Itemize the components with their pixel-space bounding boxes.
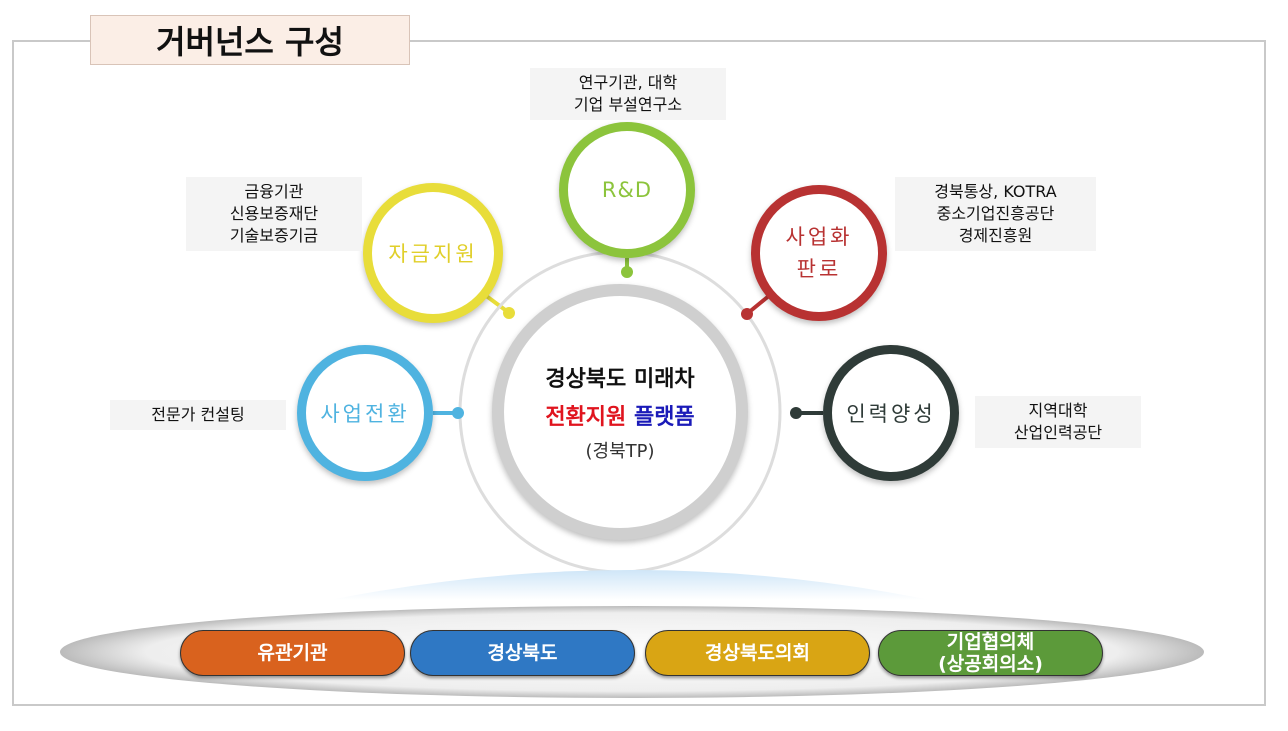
fund-dot [503, 307, 515, 319]
base-label: 유관기관 [257, 642, 328, 664]
desc-line: 지역대학 [1028, 401, 1088, 420]
desc-line: 전문가 컨설팅 [151, 405, 245, 424]
center-line1: 경상북도 미래차 [545, 367, 695, 392]
transition-desc: 전문가 컨설팅 [110, 400, 286, 430]
hr-dot [790, 407, 802, 419]
node-transition: 사업전환 [297, 345, 433, 481]
base-label: 기업협의체 [946, 631, 1035, 653]
desc-line: 기술보증기금 [229, 226, 319, 245]
node-hr: 인력양성 [823, 345, 959, 481]
desc-line: 경북통상, KOTRA [934, 182, 1057, 201]
rnd-label: R&D [601, 178, 653, 202]
desc-line: 신용보증재단 [229, 204, 319, 223]
base-sublabel: (상공회의소) [938, 653, 1043, 675]
desc-line: 중소기업진흥공단 [936, 204, 1055, 223]
desc-line: 산업인력공단 [1013, 423, 1103, 442]
transition-label: 사업전환 [320, 402, 410, 426]
desc-line: 연구기관, 대학 [578, 73, 678, 92]
base-label: 경상북도 [487, 642, 558, 664]
node-rnd: R&D [559, 122, 695, 258]
glow-arc [330, 570, 930, 600]
base-label: 경상북도의회 [705, 642, 810, 664]
node-fund: 자금지원 [363, 183, 503, 323]
rnd-dot [621, 266, 633, 278]
desc-line: 경제진흥원 [958, 226, 1033, 245]
hr-label: 인력양성 [846, 402, 936, 426]
fund-label: 자금지원 [388, 242, 478, 266]
market-label1: 사업화 [785, 225, 853, 249]
diagram-title: 거버넌스 구성 [90, 15, 410, 65]
base-council: 경상북도의회 [645, 630, 870, 676]
base-business-council: 기업협의체(상공회의소) [878, 630, 1103, 676]
market-label2: 판로 [796, 257, 842, 281]
transition-dot [452, 407, 464, 419]
desc-line: 금융기관 [244, 182, 304, 201]
market-dot [741, 308, 753, 320]
center-platform: 경상북도 미래차 전환지원 플랫폼 (경북TP) [492, 284, 748, 540]
center-line2-red: 전환지원 [545, 405, 627, 430]
center-line3: (경북TP) [585, 441, 655, 462]
base-related-agencies: 유관기관 [180, 630, 405, 676]
center-line2-blue: 플랫폼 [633, 405, 695, 430]
desc-line: 기업 부설연구소 [573, 95, 683, 114]
diagram-frame [12, 40, 1266, 706]
base-gyeongbuk: 경상북도 [410, 630, 635, 676]
